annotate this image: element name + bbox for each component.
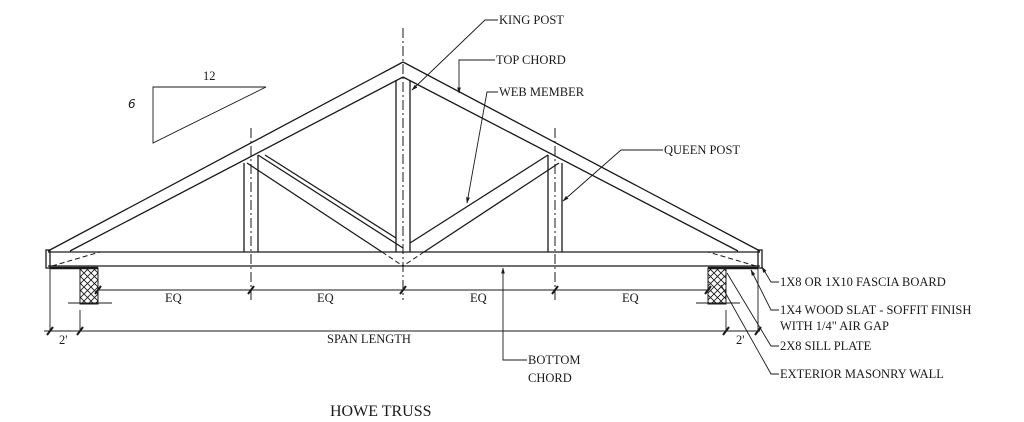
- callout-king-post: KING POST: [499, 13, 564, 27]
- eq-label-2: EQ: [317, 291, 334, 305]
- masonry-wall-left: [68, 267, 112, 305]
- pitch-rise-label: 6: [128, 97, 136, 111]
- leader-sill-plate: [726, 272, 779, 347]
- callout-top-chord: TOP CHORD: [496, 53, 566, 67]
- eq-label-1: EQ: [165, 291, 182, 305]
- queen-post-left: [243, 155, 259, 252]
- callout-sill-plate: 2X8 SILL PLATE: [780, 339, 872, 353]
- callout-bottom-chord-2: CHORD: [528, 371, 572, 385]
- leader-fascia: [761, 266, 779, 283]
- pitch-run-label: 12: [203, 69, 216, 83]
- king-post: [395, 80, 411, 252]
- eq-label-4: EQ: [622, 291, 639, 305]
- web-member-right: [402, 154, 560, 267]
- top-chord: [47, 61, 761, 252]
- bottom-chord: [48, 251, 760, 267]
- masonry-wall-right: [696, 267, 740, 305]
- eq-dimension-line: [94, 285, 712, 295]
- leader-masonry-wall: [720, 284, 779, 375]
- leader-top-chord: [457, 59, 495, 94]
- leader-bottom-chord: [501, 267, 527, 361]
- centerlines: [250, 28, 556, 300]
- callout-masonry-wall: EXTERIOR MASONRY WALL: [780, 367, 944, 381]
- queen-post-right: [547, 155, 563, 252]
- leader-web-member: [466, 91, 498, 204]
- callout-bottom-chord-1: BOTTOM: [528, 353, 581, 367]
- overhang-right-label: 2': [736, 333, 745, 347]
- span-length-label: SPAN LENGTH: [327, 332, 411, 346]
- drawing-title: HOWE TRUSS: [330, 403, 432, 420]
- leader-king-post: [411, 19, 498, 91]
- eq-label-3: EQ: [470, 291, 487, 305]
- callout-queen-post: QUEEN POST: [664, 143, 740, 157]
- callout-fascia: 1X8 OR 1X10 FASCIA BOARD: [780, 275, 946, 289]
- pitch-triangle: 12 6: [128, 69, 267, 144]
- callout-soffit-1: 1X4 WOOD SLAT - SOFFIT FINISH: [780, 303, 971, 317]
- leader-queen-post: [562, 149, 663, 202]
- callout-soffit-2: WITH 1/4" AIR GAP: [780, 319, 889, 333]
- leader-soffit: [750, 269, 779, 311]
- web-member-left: [246, 154, 404, 267]
- overhang-left-label: 2': [59, 333, 68, 347]
- callout-web-member: WEB MEMBER: [499, 85, 585, 99]
- span-dimension-line: [44, 268, 762, 336]
